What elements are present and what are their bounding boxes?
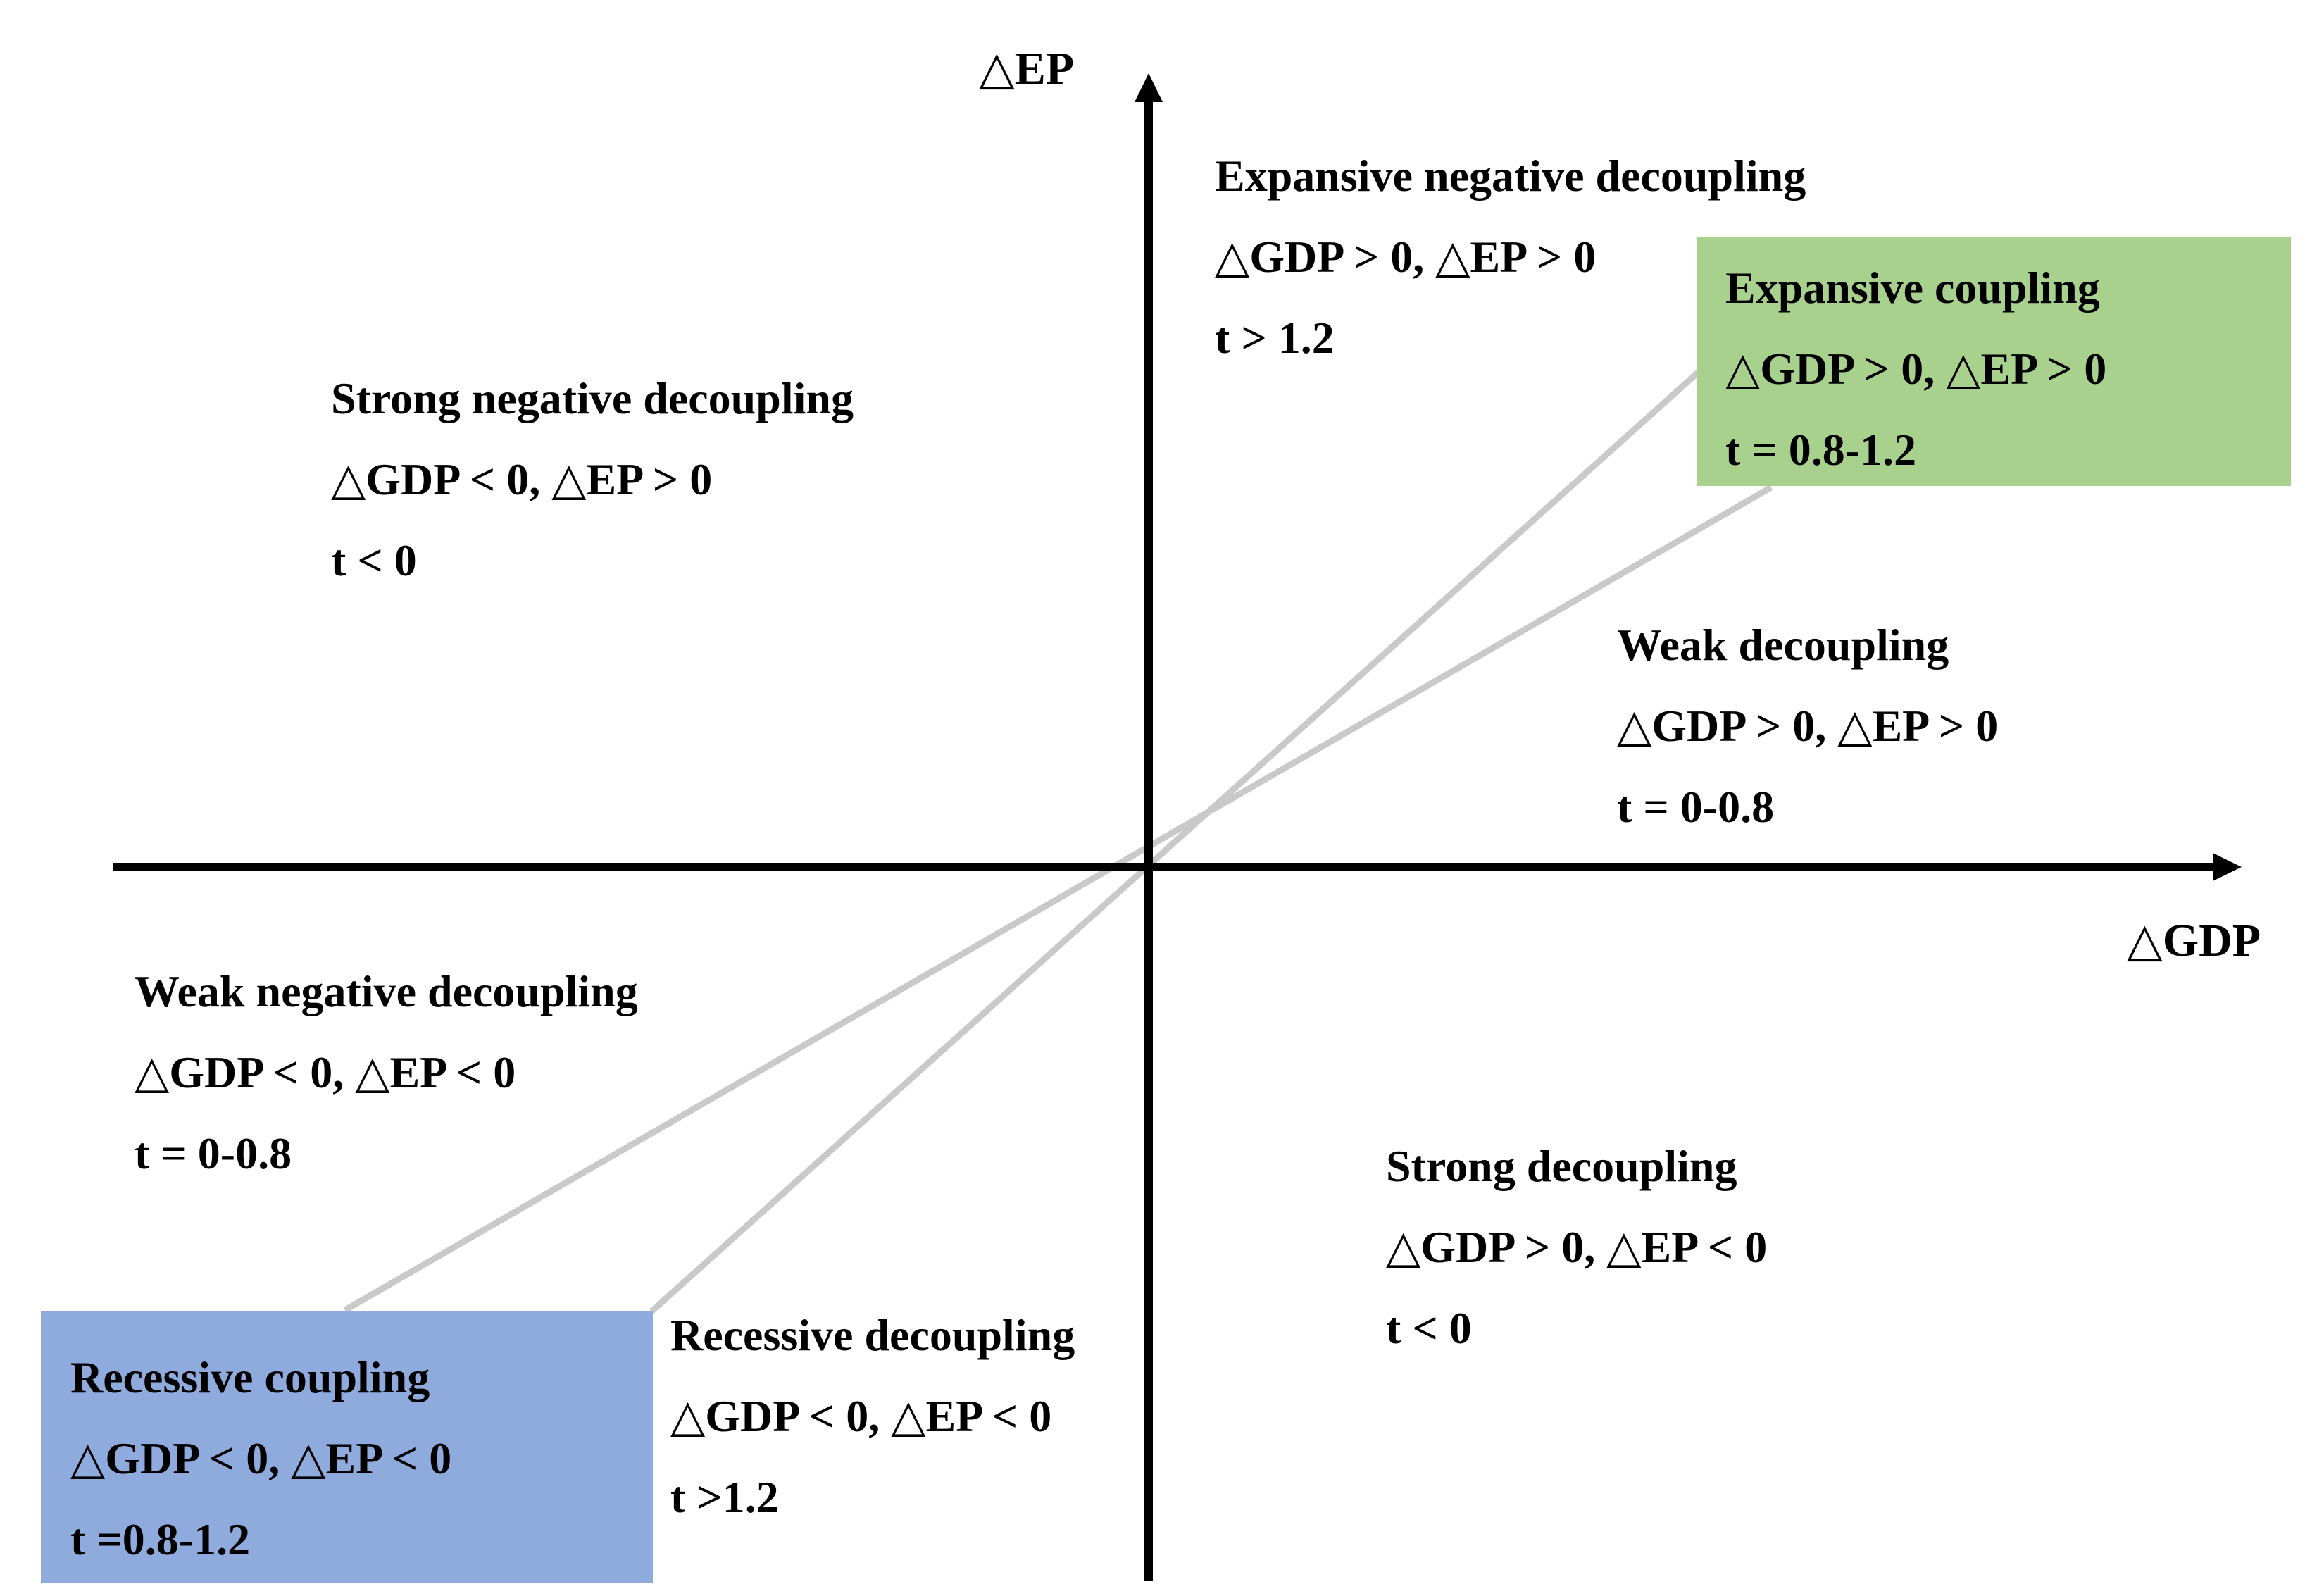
region-threshold: t > 1.2 bbox=[1215, 313, 1335, 363]
recessive-coupling-highlight-box bbox=[41, 1311, 653, 1583]
x-axis-label: △GDP bbox=[2127, 915, 2261, 966]
x-axis-arrowhead-icon bbox=[2213, 853, 2242, 881]
region-condition: △GDP > 0, △EP > 0 bbox=[1215, 232, 1597, 282]
region-threshold: t < 0 bbox=[1386, 1303, 1472, 1353]
region-condition: △GDP < 0, △EP < 0 bbox=[135, 1047, 516, 1097]
threshold-line-t-0-8 bbox=[343, 485, 1773, 1313]
region-threshold: t =0.8-1.2 bbox=[70, 1514, 251, 1564]
region-strong-negative-decoupling: Strong negative decoupling △GDP < 0, △EP… bbox=[331, 358, 854, 601]
region-recessive-coupling: Recessive coupling △GDP < 0, △EP < 0 t =… bbox=[70, 1337, 451, 1580]
region-threshold: t >1.2 bbox=[670, 1472, 779, 1522]
region-threshold: t = 0-0.8 bbox=[135, 1128, 292, 1178]
region-threshold: t = 0.8-1.2 bbox=[1725, 425, 1917, 475]
region-condition: △GDP < 0, △EP > 0 bbox=[331, 454, 713, 504]
y-axis-label: △EP bbox=[979, 43, 1075, 94]
region-name: Strong decoupling bbox=[1386, 1141, 1737, 1191]
region-expansive-coupling: Expansive coupling △GDP > 0, △EP > 0 t =… bbox=[1725, 247, 2106, 490]
region-name: Strong negative decoupling bbox=[331, 373, 854, 423]
y-axis-arrowhead-icon bbox=[1135, 73, 1163, 102]
region-condition: △GDP > 0, △EP > 0 bbox=[1725, 344, 2107, 394]
region-name: Weak negative decoupling bbox=[135, 966, 638, 1016]
expansive-coupling-highlight-box bbox=[1697, 237, 2291, 486]
region-condition: △GDP < 0, △EP < 0 bbox=[670, 1391, 1052, 1441]
region-recessive-decoupling: Recessive decoupling △GDP < 0, △EP < 0 t… bbox=[670, 1295, 1075, 1538]
region-name: Recessive coupling bbox=[70, 1352, 430, 1402]
region-condition: △GDP > 0, △EP < 0 bbox=[1386, 1222, 1768, 1272]
region-weak-decoupling: Weak decoupling △GDP > 0, △EP > 0 t = 0-… bbox=[1617, 604, 1998, 847]
region-expansive-negative-decoupling: Expansive negative decoupling △GDP > 0, … bbox=[1215, 135, 1806, 378]
region-condition: △GDP > 0, △EP > 0 bbox=[1617, 701, 1999, 751]
region-weak-negative-decoupling: Weak negative decoupling △GDP < 0, △EP <… bbox=[135, 951, 638, 1194]
region-threshold: t < 0 bbox=[331, 535, 417, 585]
region-strong-decoupling: Strong decoupling △GDP > 0, △EP < 0 t < … bbox=[1386, 1126, 1767, 1369]
region-name: Expansive negative decoupling bbox=[1215, 151, 1806, 201]
region-threshold: t = 0-0.8 bbox=[1617, 782, 1775, 832]
region-name: Weak decoupling bbox=[1617, 620, 1949, 670]
threshold-line-t-1-2 bbox=[649, 369, 1701, 1314]
region-condition: △GDP < 0, △EP < 0 bbox=[70, 1433, 452, 1483]
region-name: Recessive decoupling bbox=[670, 1310, 1075, 1360]
region-name: Expansive coupling bbox=[1725, 263, 2100, 313]
